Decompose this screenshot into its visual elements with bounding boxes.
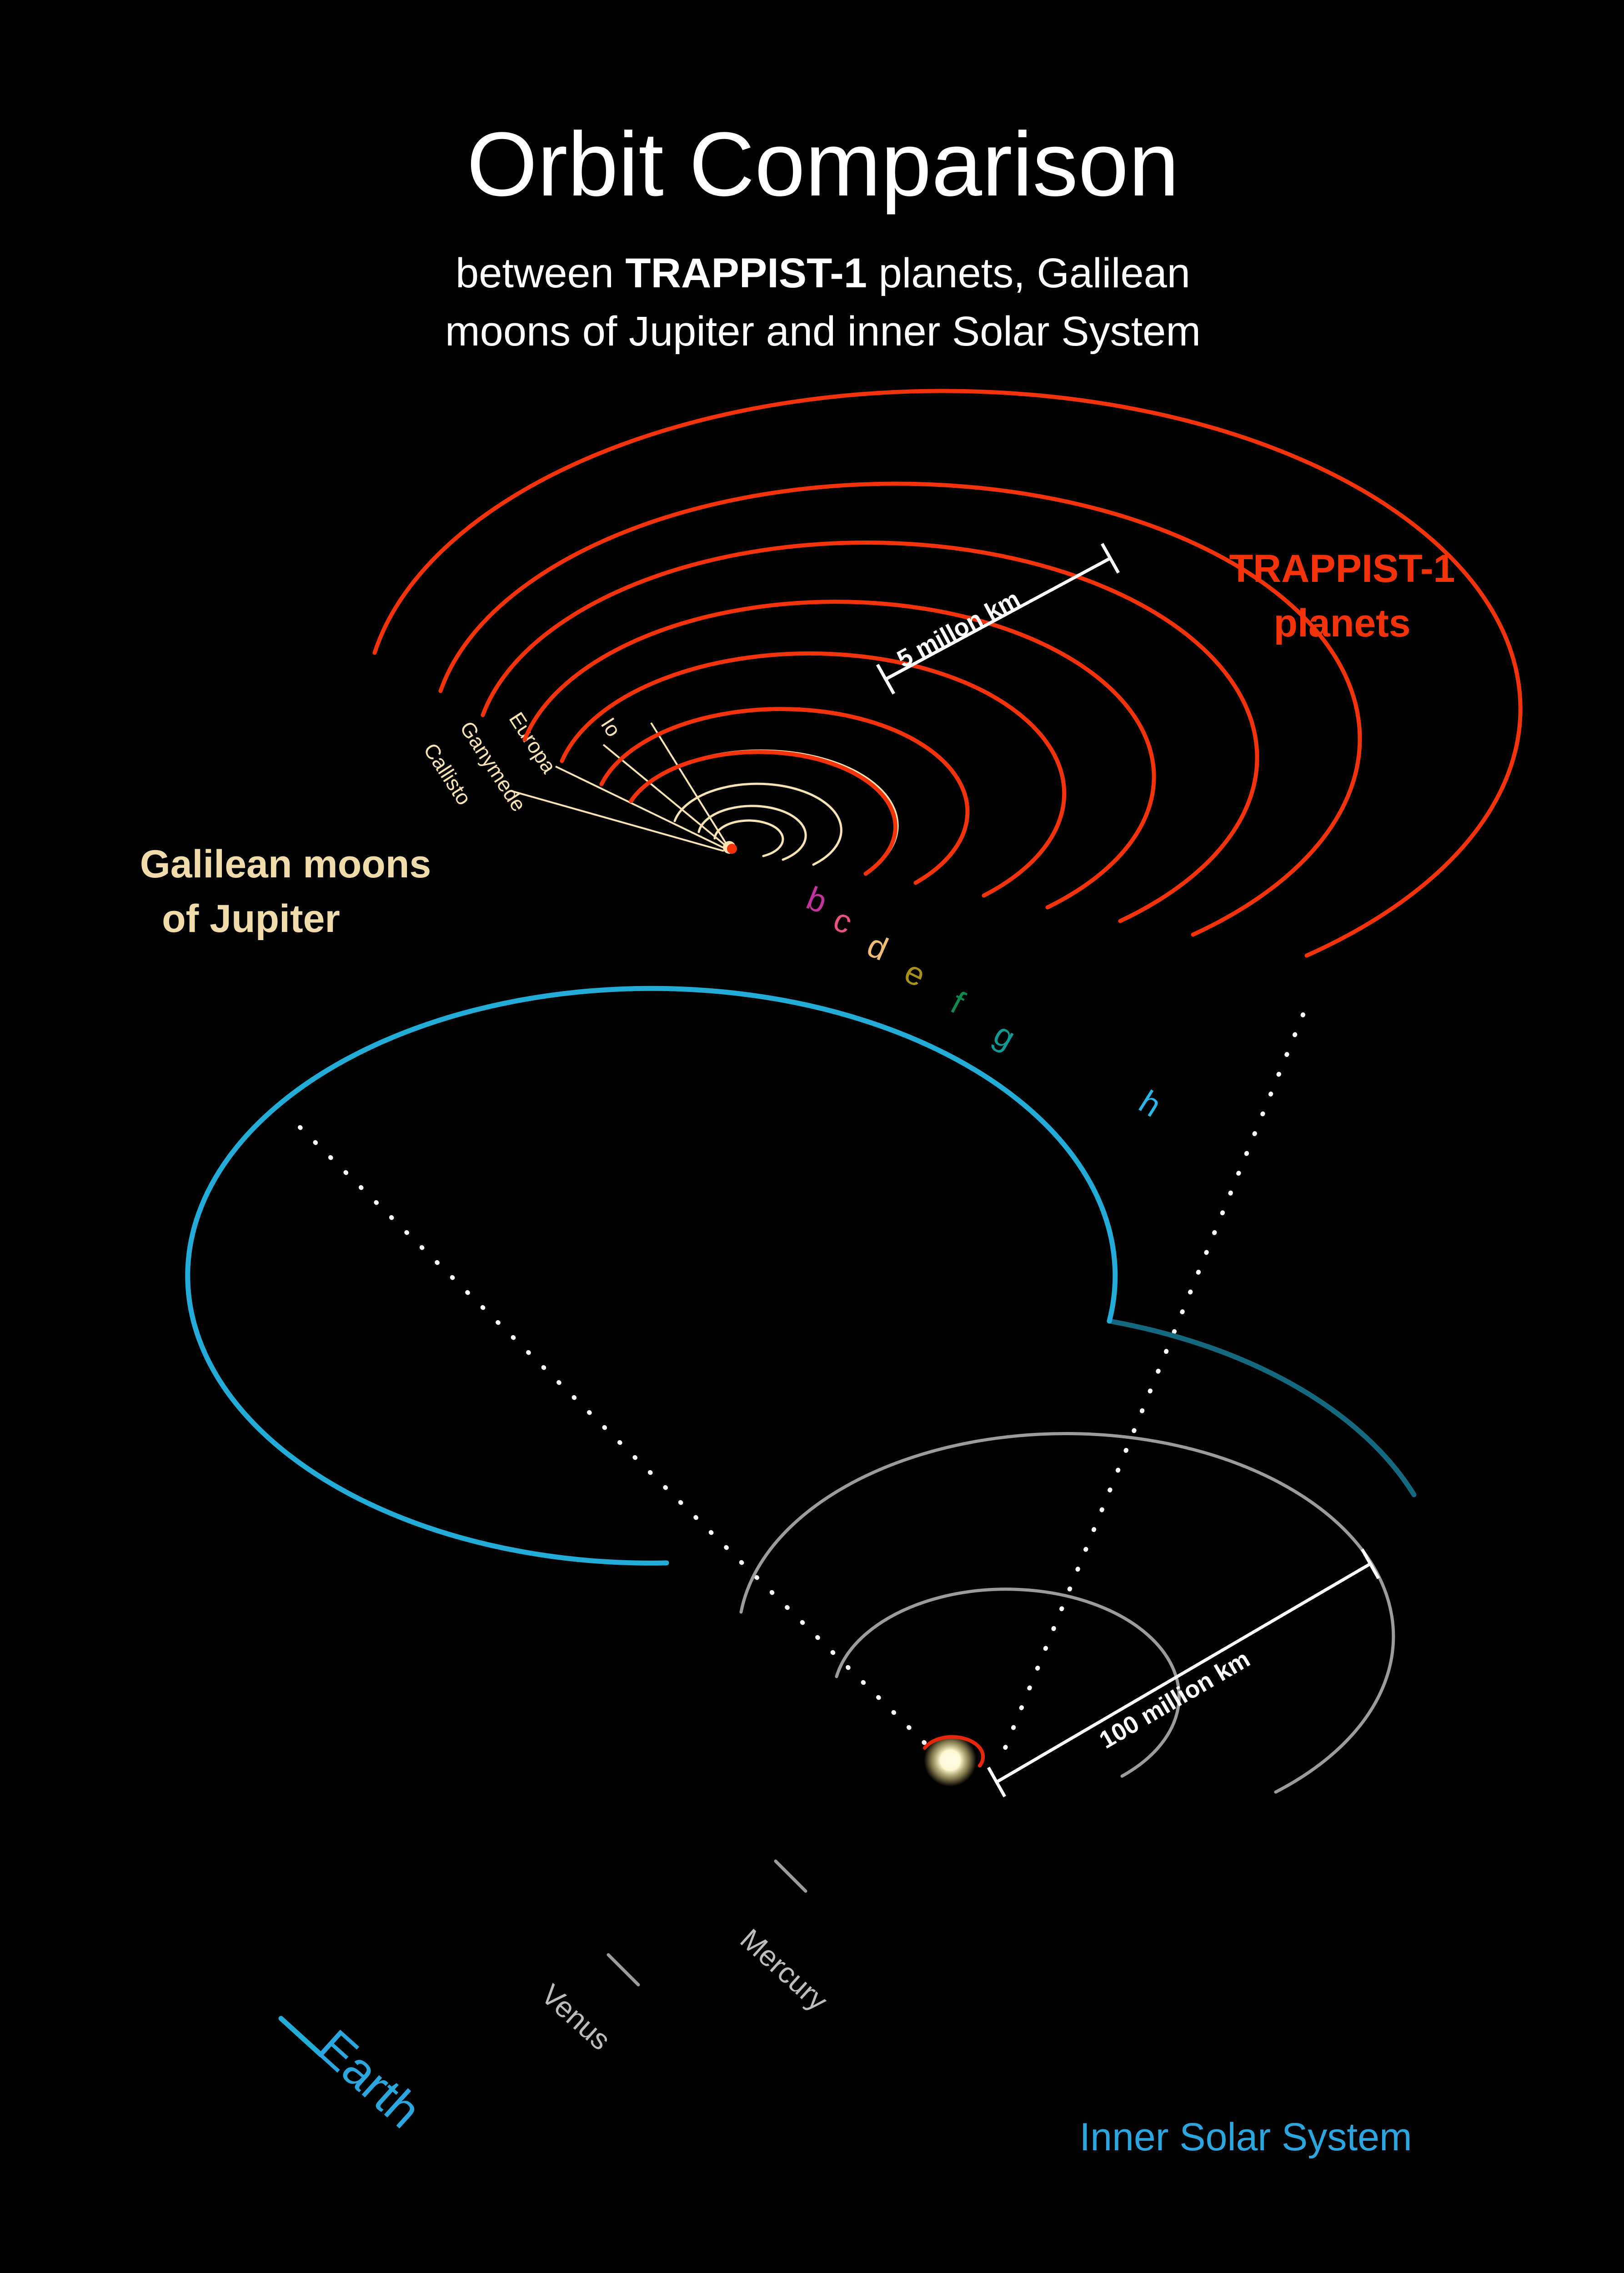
leader-io (650, 722, 727, 844)
planet-letter-g: g (987, 1016, 1022, 1056)
legend-trappist-line2: planets (1273, 601, 1410, 645)
scale-bar-solar: 100 million km (987, 1548, 1380, 1797)
moon-leader-lines (511, 722, 727, 852)
sun (942, 1753, 959, 1767)
planet-letter-f: f (945, 984, 970, 1021)
moon-label-io: Io (596, 713, 626, 741)
trappist-star (727, 844, 737, 854)
moon-orbit-europa (697, 805, 807, 861)
trappist-orbits (372, 389, 1523, 958)
trappist-orbit-h (372, 389, 1523, 958)
subtitle-line-2: moons of Jupiter and inner Solar System (445, 308, 1201, 355)
label-mercury: Mercury (734, 1923, 834, 2017)
solar-planet-labels: Mercury Venus Earth (278, 1859, 834, 2138)
cone-line-left (298, 1125, 935, 1753)
leader-earth (278, 2016, 324, 2058)
trappist-orbit-c (599, 707, 970, 885)
trappist-orbit-e (522, 600, 1156, 910)
zoom-cone (298, 1012, 1305, 1758)
trappist-orbit-d (560, 651, 1067, 898)
orbit-earth (185, 986, 1118, 1566)
trappist-panel: Io Europa Ganymede Callisto b c d e f g … (140, 389, 1523, 1124)
trappist-system-at-solar-scale (923, 1735, 985, 1767)
orbit-venus (739, 1432, 1395, 1794)
subtitle-line-1: between TRAPPIST-1 planets, Galilean (456, 250, 1190, 296)
subtitle-prefix: between (456, 250, 625, 296)
moon-label-europa: Europa (505, 708, 561, 777)
moon-orbit-io (713, 819, 784, 857)
leader-callisto (511, 790, 724, 852)
leader-mercury (774, 1859, 807, 1893)
orbit-earth-dim-segment (1107, 1318, 1417, 1497)
trappist-orbit-f (481, 541, 1259, 923)
leader-europa (602, 744, 727, 846)
planet-letter-d: d (862, 927, 893, 968)
trappist-orbit-g (438, 481, 1362, 937)
legend-galilean-line1: Galilean moons (140, 842, 431, 886)
legend-galilean-line2: of Jupiter (162, 897, 340, 941)
legend-inner-solar-system: Inner Solar System (1079, 2115, 1412, 2159)
planet-letter-h: h (1133, 1084, 1168, 1124)
legend-trappist-line1: TRAPPIST-1 (1229, 547, 1455, 591)
planet-letter-e: e (899, 953, 931, 994)
subtitle-trappist-bold: TRAPPIST-1 (625, 250, 867, 296)
label-earth: Earth (308, 2019, 432, 2138)
orbit-mercury (835, 1587, 1181, 1778)
header-block: Orbit Comparison between TRAPPIST-1 plan… (445, 114, 1201, 355)
planet-letter-b: b (802, 880, 832, 921)
leader-venus (606, 1953, 640, 1987)
moon-labels: Io Europa Ganymede Callisto (419, 708, 626, 816)
trappist-planet-letters: b c d e f g h (802, 880, 1168, 1124)
leader-ganymede (555, 766, 725, 849)
label-venus: Venus (535, 1978, 617, 2057)
planet-letter-c: c (828, 901, 857, 941)
subtitle-suffix: planets, Galilean (867, 250, 1190, 296)
page-title: Orbit Comparison (466, 114, 1179, 215)
trappist-orbit-b (629, 750, 897, 876)
moon-label-callisto: Callisto (419, 739, 476, 809)
solar-panel: Mercury Venus Earth 100 million km Inner… (185, 986, 1417, 2159)
scale-bar-trappist: 5 millon km (876, 543, 1120, 695)
scale-bar-label-solar: 100 million km (1095, 1645, 1255, 1754)
